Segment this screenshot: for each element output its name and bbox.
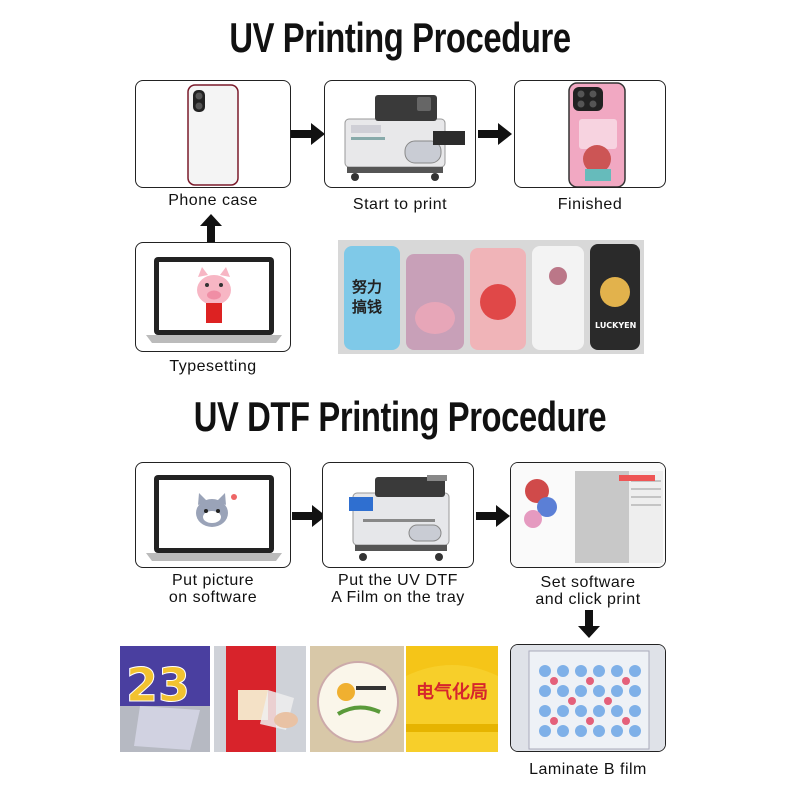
put-picture-box [135, 462, 291, 568]
phone-case-box [135, 80, 291, 188]
round-logo-sticker-photo [310, 646, 404, 752]
phone-case-caption: Phone case [168, 192, 258, 209]
caption-line: Set software [540, 574, 636, 591]
finished-caption: Finished [557, 196, 623, 213]
uv-dtf-printer-image [349, 475, 450, 561]
printed-pink-phone-case-image [568, 82, 626, 187]
white-phone-case-image [187, 84, 239, 186]
dtf-printer-caption: Put the UV DTF A Film on the tray [318, 572, 478, 606]
caption-line: Put picture [172, 572, 254, 589]
caption-line: A Film on the tray [331, 589, 465, 606]
printed-sticker-sheet-image [511, 645, 665, 751]
sample-number: 23 [126, 658, 190, 712]
finished-box [514, 80, 666, 188]
arrow-down-icon [578, 610, 600, 638]
uv-flatbed-printer-image [344, 95, 465, 181]
sample-text-3: LUCKYEN [595, 321, 636, 330]
uv-title: UV Printing Procedure [229, 14, 571, 61]
arrow-right-icon [292, 505, 326, 527]
dtf-title: UV DTF Printing Procedure [193, 393, 607, 440]
yellow-helmet-sticker-photo: 电气化局 [406, 646, 498, 752]
red-cup-sticker-photo [214, 646, 306, 752]
caption-line: and click print [535, 591, 641, 608]
laminate-box [510, 644, 666, 752]
arrow-up-icon [200, 214, 222, 242]
laminate-caption: Laminate B film [529, 761, 647, 778]
printed-phone-cases-photo: 努力 搞钱 LUCKYEN [338, 240, 644, 354]
sample-text-2: 搞钱 [352, 298, 382, 316]
dtf-printer-box [322, 462, 474, 568]
laptop-with-pig-design-image [146, 257, 282, 343]
put-picture-caption: Put picture on software [135, 572, 291, 606]
software-screenshot-image [511, 463, 665, 567]
typesetting-caption: Typesetting [169, 358, 257, 375]
arrow-right-icon [291, 123, 325, 145]
caption-line: on software [168, 589, 258, 606]
arrow-right-icon [478, 123, 512, 145]
arrow-right-icon [476, 505, 510, 527]
sample-text-1: 努力 [352, 278, 382, 296]
printer-caption: Start to print [352, 196, 448, 213]
software-box [510, 462, 666, 568]
typesetting-box [135, 242, 291, 352]
helmet-text: 电气化局 [416, 681, 488, 703]
laptop-with-cat-design-image [146, 475, 282, 561]
number-23-transfer-photo: 23 [120, 646, 210, 752]
printer-box [324, 80, 476, 188]
caption-line: Put the UV DTF [338, 572, 458, 589]
software-caption: Set software and click print [506, 574, 670, 608]
